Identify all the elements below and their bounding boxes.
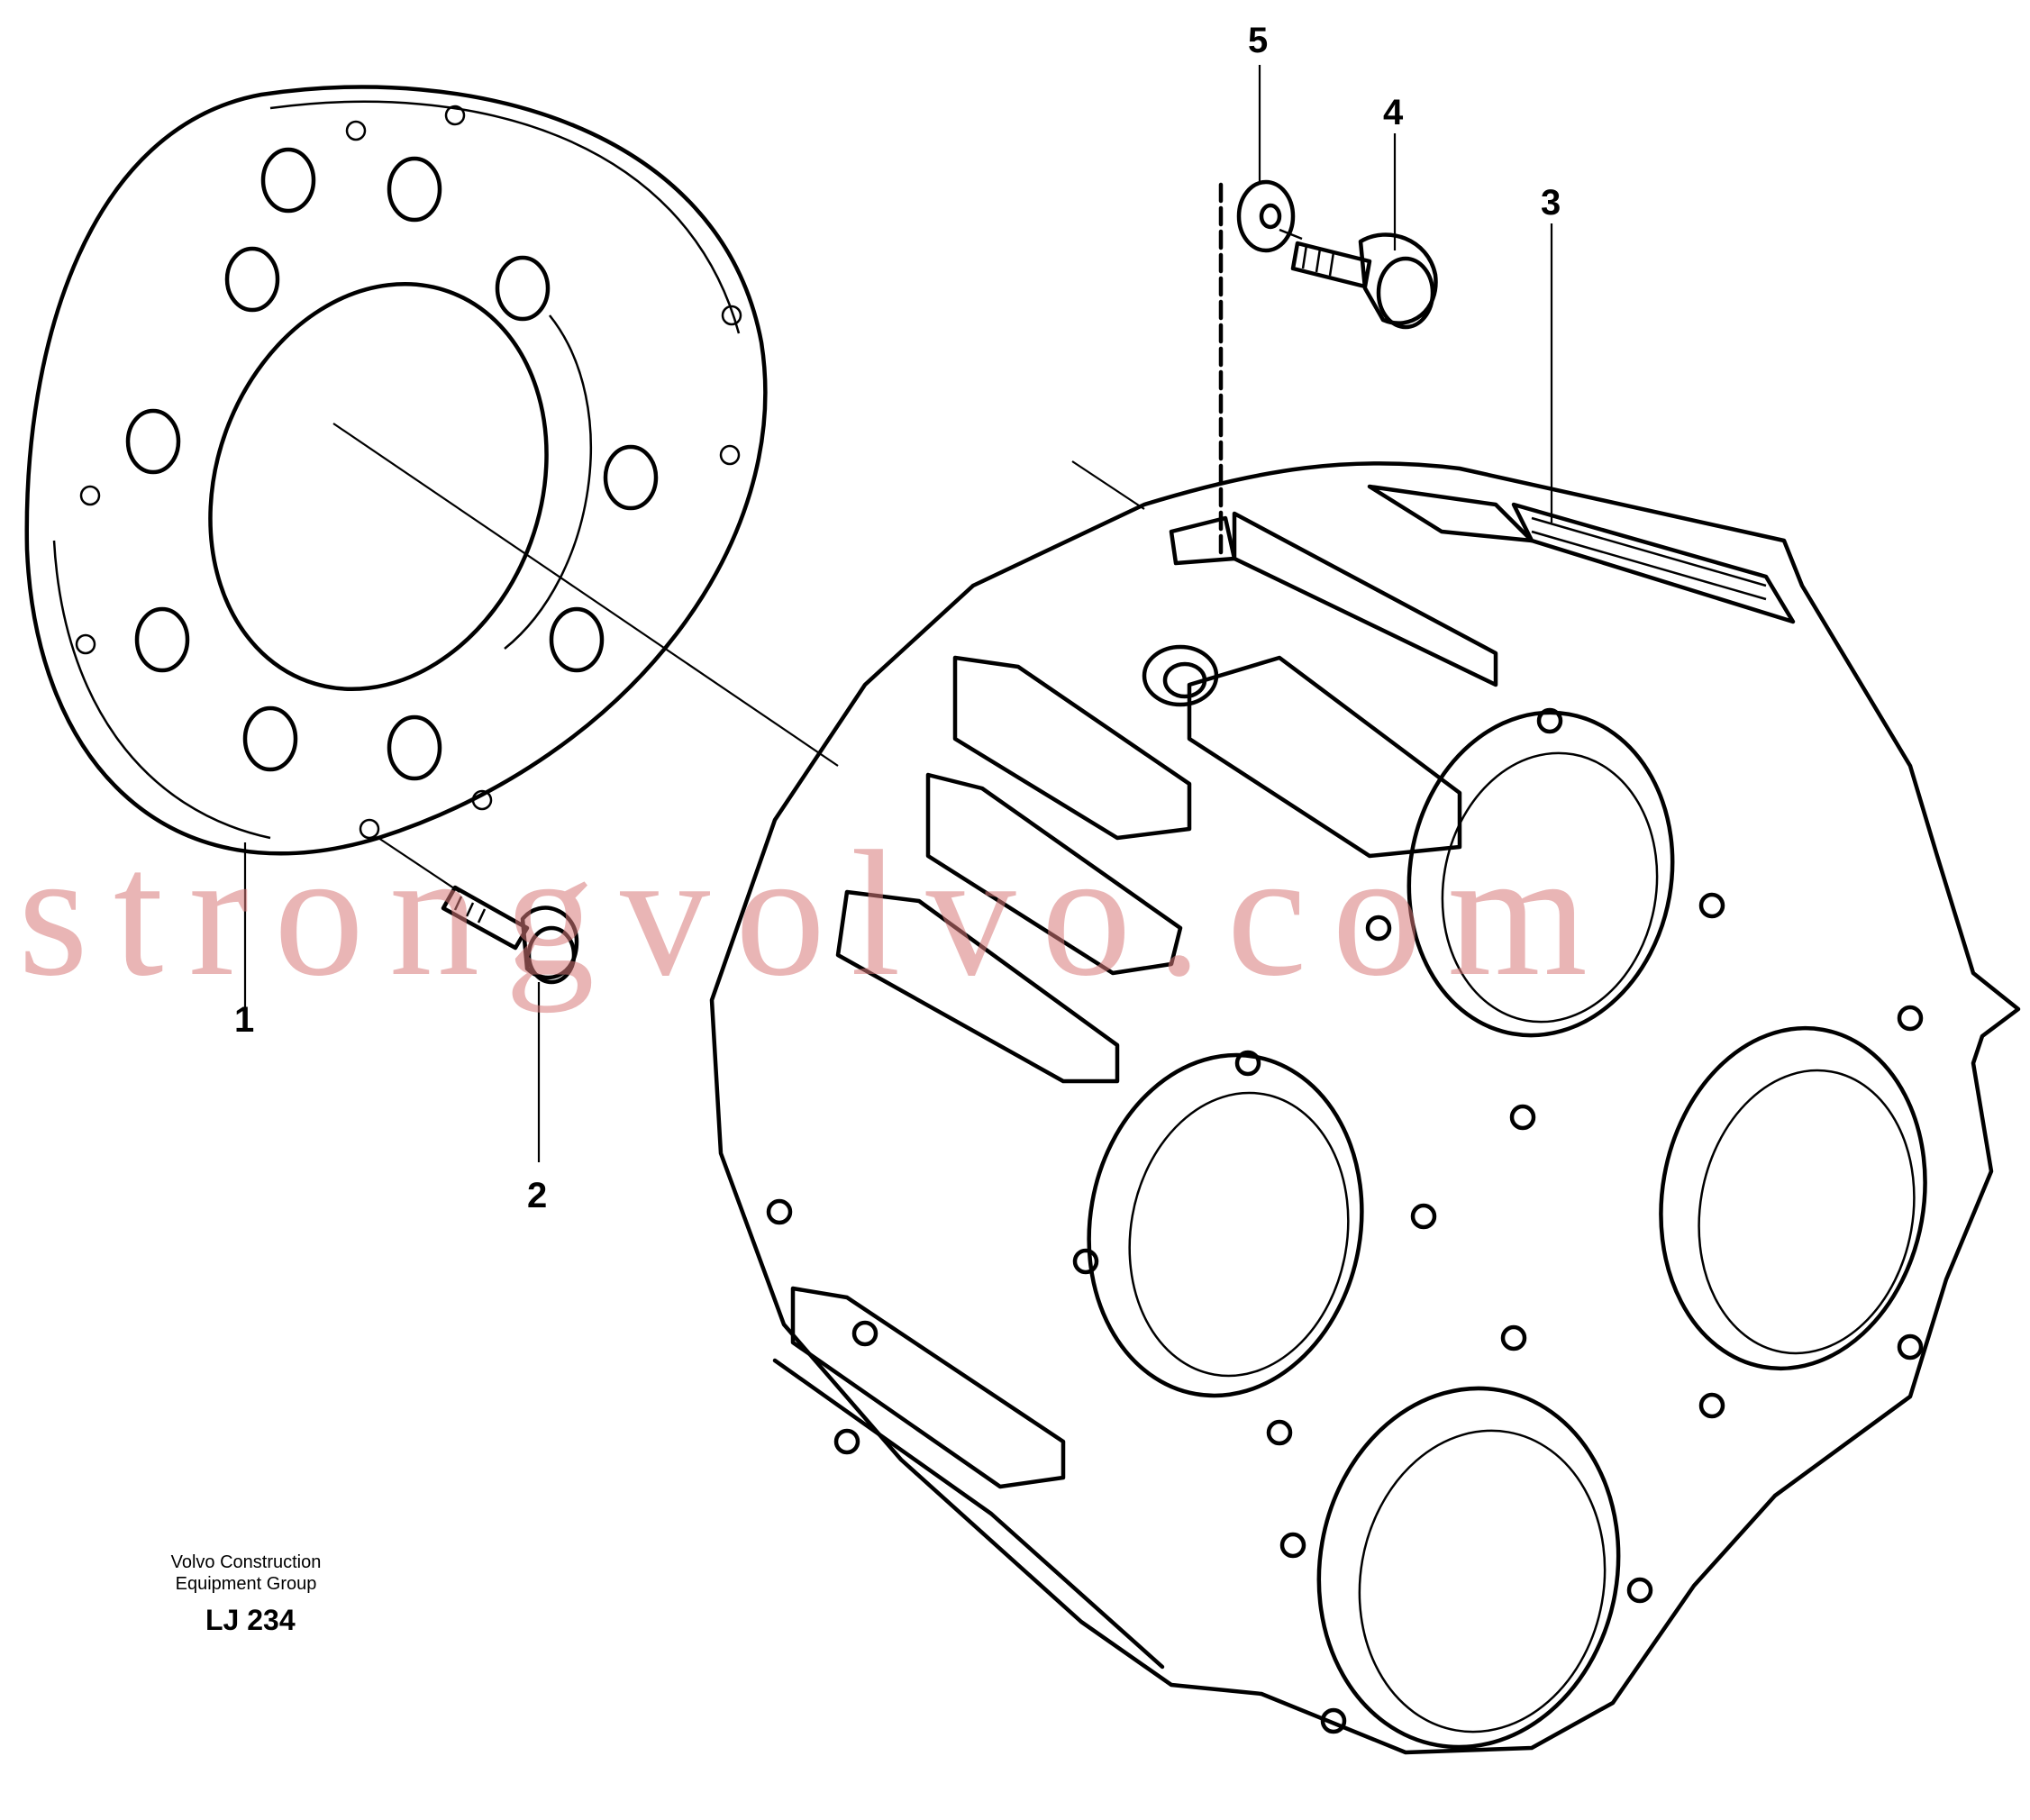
washer-item-5: [1218, 179, 1303, 561]
credit-line-1: Volvo Construction: [170, 1552, 322, 1572]
gear-housing-part: [709, 461, 2021, 1755]
bolt-item-4: [1290, 232, 1438, 330]
flange-ring-part: [24, 85, 768, 856]
housing-bolt-holes: [766, 707, 1924, 1734]
item-label-5: 5: [1248, 21, 1268, 60]
item-label-1: 1: [234, 1000, 254, 1040]
watermark: strongvolvo.com: [18, 814, 1613, 1014]
drawing-reference: LJ 234: [205, 1604, 296, 1636]
flange-bolt-holes: [75, 105, 742, 840]
credit-line-2: Equipment Group: [175, 1574, 317, 1594]
item-label-4: 4: [1383, 93, 1404, 132]
item-label-3: 3: [1541, 183, 1561, 223]
assembly-axis-line: [332, 423, 839, 767]
item-label-2: 2: [527, 1176, 547, 1215]
bolt-item-2: [378, 837, 579, 985]
